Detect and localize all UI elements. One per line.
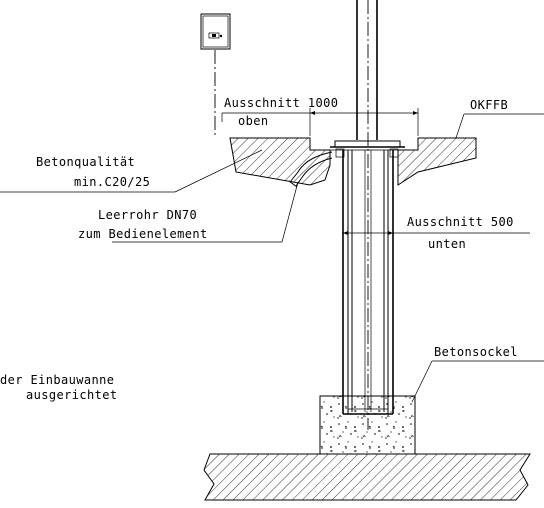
control-unit	[200, 13, 231, 50]
cutout-top-outline	[309, 138, 419, 151]
concrete-base-block	[319, 395, 416, 455]
concrete-base-label: Betonsockel	[434, 345, 518, 359]
cutout-top-dimension	[221, 108, 419, 136]
concrete-base-leader	[411, 360, 544, 403]
alignment-note-line2: ausgerichtet	[26, 388, 118, 402]
bollard-column	[356, 0, 378, 140]
cutout-top-sublabel: oben	[238, 114, 269, 128]
okffb-leader	[455, 113, 544, 139]
indicator-dot-icon	[219, 34, 223, 38]
ground-section	[203, 453, 531, 501]
conduit-label: Leerrohr DN70	[98, 208, 197, 222]
concrete-quality-leader	[0, 149, 263, 193]
floor-slab-right	[397, 137, 477, 186]
concrete-quality-value: min.C20/25	[74, 175, 150, 189]
cutout-top-label: Ausschnitt 1000	[224, 96, 338, 110]
conduit-pipe	[288, 151, 333, 188]
cutout-bottom-sublabel: unten	[428, 237, 466, 251]
okffb-label: OKFFB	[470, 98, 508, 112]
conduit-sublabel: zum Bedienelement	[78, 227, 208, 241]
alignment-note-line1: der Einbauwanne	[0, 373, 114, 387]
top-flange	[330, 140, 405, 158]
concrete-quality-label: Betonqualität	[36, 155, 135, 169]
cutout-bottom-label: Ausschnitt 500	[407, 215, 514, 229]
floor-slab-left	[229, 137, 331, 186]
conduit-leader	[112, 181, 299, 243]
cutout-bottom-dimension	[342, 231, 530, 235]
